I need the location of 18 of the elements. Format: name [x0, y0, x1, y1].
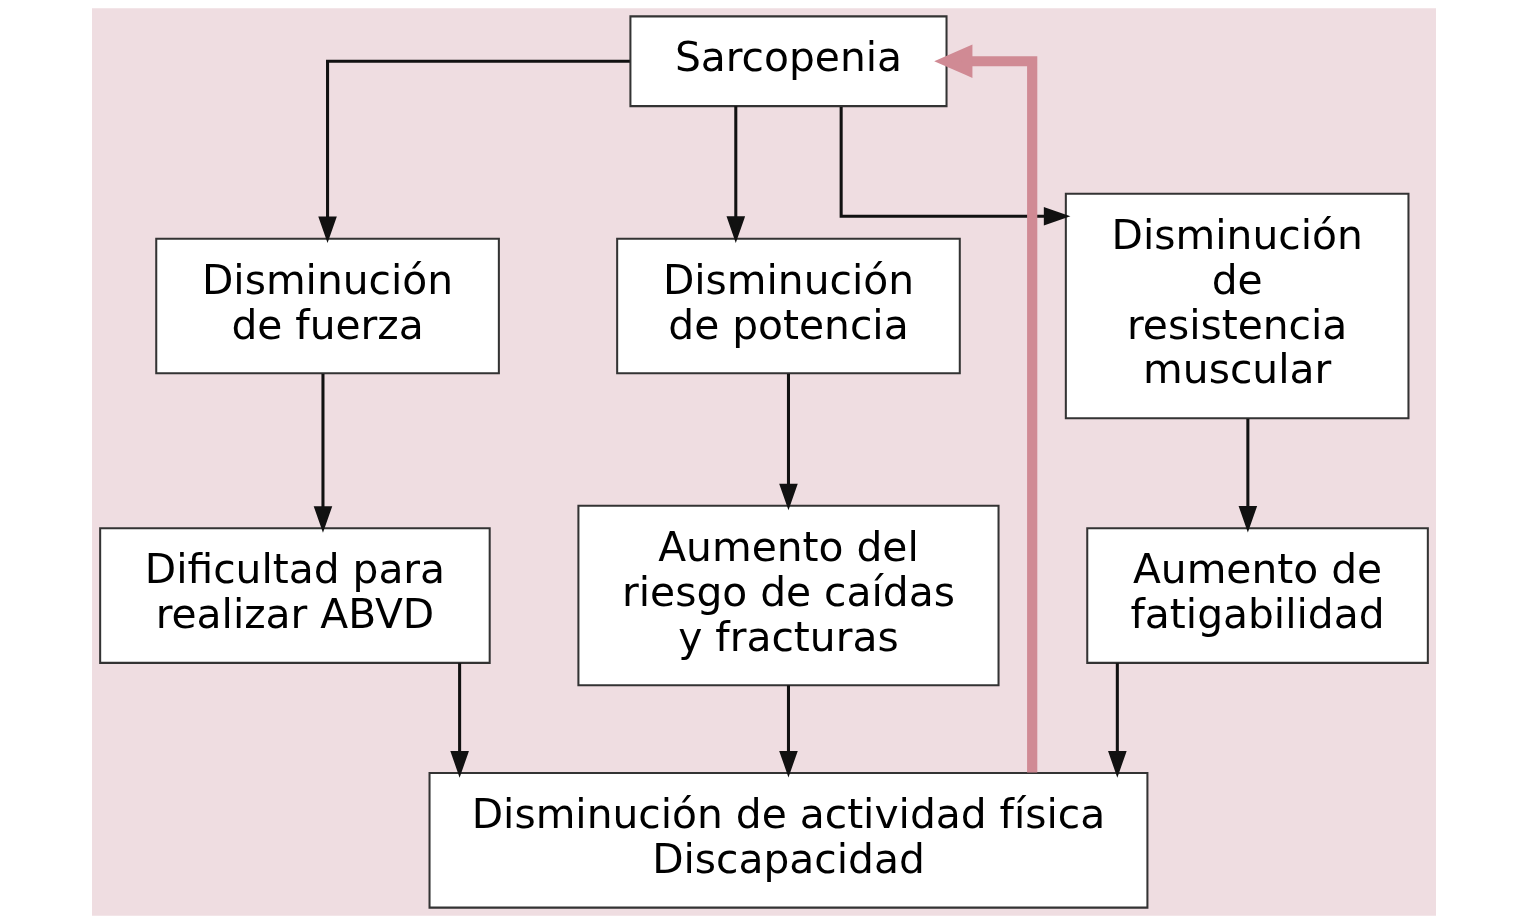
arrow: [726, 106, 746, 243]
arrow: [450, 663, 469, 778]
node-box: Aumento del riesgo de caídas y fracturas: [577, 504, 1000, 687]
node-box: Disminución de potencia: [616, 237, 961, 375]
node-box: Sarcopenia: [629, 15, 948, 108]
arrow: [839, 106, 1071, 226]
node-box: Aumento de fatigabilidad: [1086, 527, 1429, 664]
arrow: [1238, 418, 1258, 533]
arrow: [934, 44, 1038, 773]
node-box: Disminución de actividad física Discapacidad: [428, 772, 1149, 909]
arrow: [318, 59, 630, 244]
arrow: [313, 373, 333, 533]
arrow: [779, 685, 798, 778]
node-box: Disminución de fuerza: [155, 237, 500, 375]
node-box: Dificultad para realizar ABVD: [99, 527, 491, 664]
arrow: [1108, 663, 1127, 778]
arrow: [779, 373, 798, 511]
node-box: Disminución de resistencia muscular: [1064, 192, 1410, 420]
